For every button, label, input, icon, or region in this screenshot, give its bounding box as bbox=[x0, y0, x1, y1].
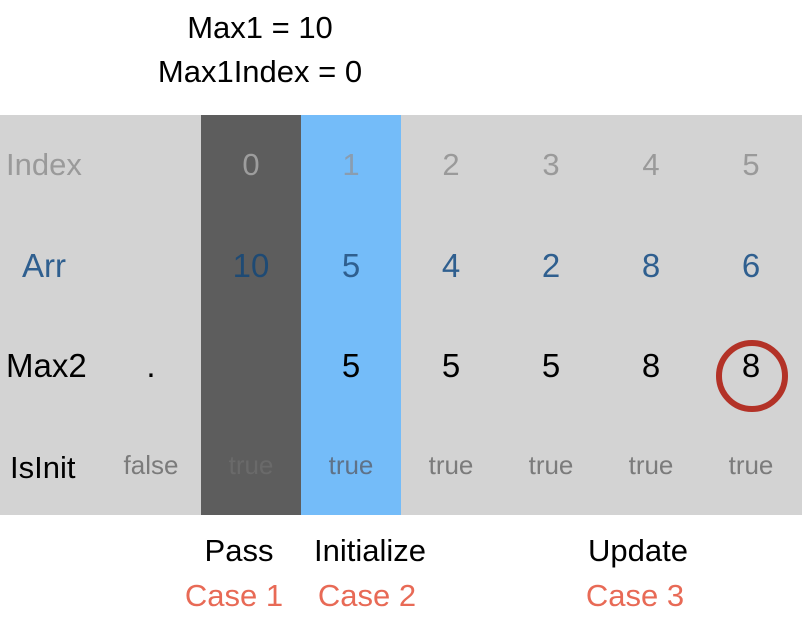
max2-cell-2: 5 bbox=[441, 347, 461, 384]
array-table: Index 0 1 2 3 4 5 Arr 10 5 4 2 8 6 Max2 … bbox=[0, 115, 802, 515]
max2-cell-5: 8 bbox=[741, 347, 761, 384]
case3-caption: Case 3 bbox=[585, 578, 685, 613]
max2-cell-1: 5 bbox=[341, 347, 361, 384]
index-cell-1: 1 bbox=[342, 147, 360, 182]
header-max1: Max1 = 10 bbox=[187, 10, 333, 45]
arr-cell-1: 5 bbox=[341, 247, 361, 284]
max2-cell-4: 8 bbox=[641, 347, 661, 384]
index-cell-3: 3 bbox=[542, 147, 560, 182]
index-cell-2: 2 bbox=[442, 147, 460, 182]
pass-caption: Pass bbox=[204, 533, 274, 568]
isinit-cell-0: true bbox=[228, 450, 274, 480]
arr-row-label: Arr bbox=[22, 247, 66, 284]
max2-row-label: Max2 bbox=[6, 347, 87, 384]
pass-column-highlight bbox=[201, 115, 301, 515]
arr-cell-0: 10 bbox=[232, 247, 270, 284]
index-row-label: Index bbox=[6, 147, 82, 182]
index-cell-4: 4 bbox=[642, 147, 660, 182]
case2-caption: Case 2 bbox=[317, 578, 417, 613]
result-circle bbox=[716, 340, 788, 412]
index-cell-0: 0 bbox=[242, 147, 260, 182]
max2-cell-3: 5 bbox=[541, 347, 561, 384]
case1-caption: Case 1 bbox=[184, 578, 284, 613]
arr-cell-5: 6 bbox=[741, 247, 761, 284]
isinit-cell-initial: false bbox=[123, 450, 179, 480]
isinit-cell-5: true bbox=[728, 450, 774, 480]
isinit-row-label: IsInit bbox=[10, 450, 76, 485]
max2-cell-initial: . bbox=[146, 347, 156, 384]
isinit-cell-3: true bbox=[528, 450, 574, 480]
isinit-cell-1: true bbox=[328, 450, 374, 480]
isinit-cell-2: true bbox=[428, 450, 474, 480]
initialize-caption: Initialize bbox=[314, 533, 426, 568]
arr-cell-4: 8 bbox=[641, 247, 661, 284]
header-max1-index: Max1Index = 0 bbox=[157, 54, 363, 89]
arr-cell-3: 2 bbox=[541, 247, 561, 284]
index-cell-5: 5 bbox=[742, 147, 760, 182]
update-caption: Update bbox=[588, 533, 688, 568]
arr-cell-2: 4 bbox=[441, 247, 461, 284]
initialize-column-highlight bbox=[301, 115, 401, 515]
isinit-cell-4: true bbox=[628, 450, 674, 480]
